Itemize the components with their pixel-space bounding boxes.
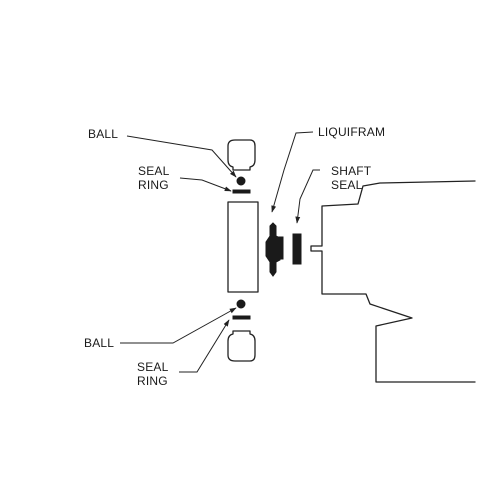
label-shaft-seal-line2: SEAL (331, 178, 363, 192)
top-valve-body (227, 139, 256, 171)
shaft-seal-leader (295, 169, 320, 224)
top-ball (236, 176, 246, 186)
label-shaft-seal-line1: SHAFT (331, 164, 372, 178)
label-ball-bottom: BALL (84, 336, 115, 350)
bottom-seal-ring (232, 315, 251, 320)
label-seal-ring-bottom-line1: SEAL (137, 360, 169, 374)
label-liquifram: LIQUIFRAM (318, 125, 386, 139)
central-housing (227, 201, 259, 293)
label-shaft-seal: SHAFT SEAL (331, 164, 371, 192)
label-seal-ring-top-line1: SEAL (138, 164, 170, 178)
label-seal-ring-bottom: SEAL RING (137, 360, 169, 388)
liquifram-leader (271, 131, 314, 213)
bottom-valve-body (227, 330, 256, 362)
shaft-seal (292, 233, 302, 265)
bottom-ball (236, 299, 246, 309)
seal-ring-bottom-leader (179, 319, 230, 373)
ball-bottom-leader (120, 307, 237, 344)
ball-top-leader (126, 135, 237, 178)
label-seal-ring-bottom-line2: RING (137, 374, 168, 388)
label-seal-ring-top-line2: RING (138, 178, 169, 192)
label-ball-top: BALL (88, 127, 119, 141)
seal-ring-top-leader (179, 177, 232, 192)
motor-housing (310, 180, 476, 383)
liquifram-center (276, 236, 284, 260)
top-seal-ring (232, 189, 251, 194)
label-seal-ring-top: SEAL RING (138, 164, 170, 192)
